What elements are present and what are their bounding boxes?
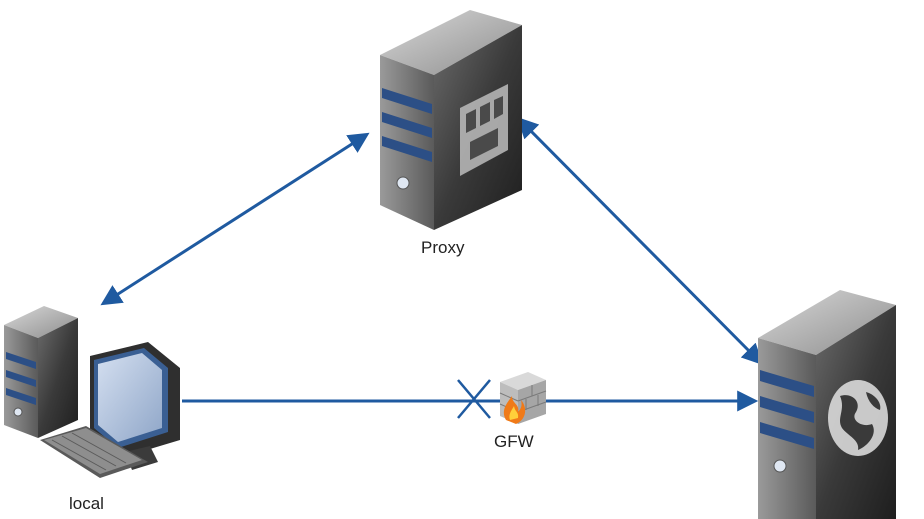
gfw-label: GFW	[494, 432, 534, 451]
edges	[100, 117, 763, 419]
firewall-icon	[499, 372, 547, 424]
local-label: local	[69, 494, 104, 513]
blocked-cross-icon	[457, 379, 491, 419]
desktop-computer-icon	[4, 306, 180, 478]
web-server-icon	[758, 290, 896, 519]
proxy-server-icon	[380, 10, 522, 230]
edge-local-proxy	[100, 132, 370, 306]
edge-proxy-remote	[517, 117, 763, 365]
proxy-label: Proxy	[421, 238, 465, 257]
